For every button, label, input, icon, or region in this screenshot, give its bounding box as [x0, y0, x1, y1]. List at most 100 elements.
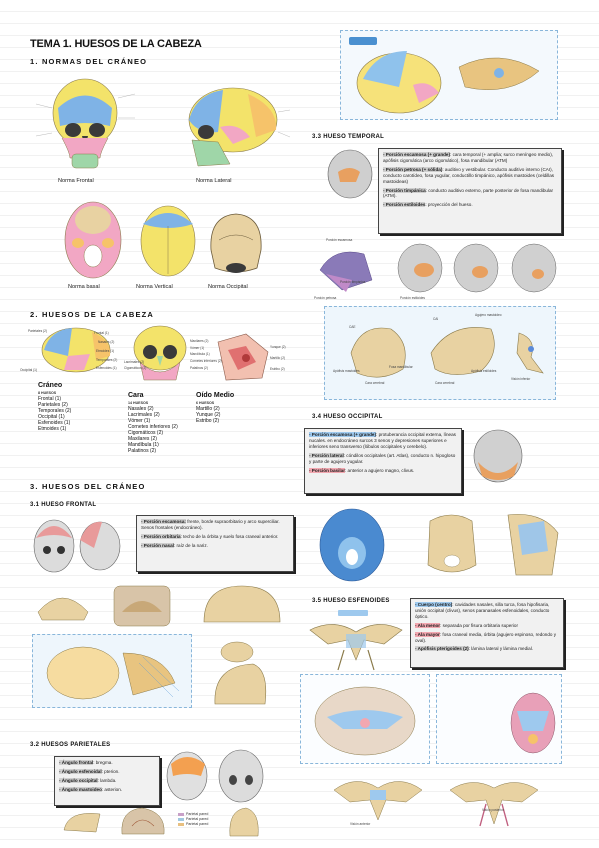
norma-basal-illustration — [64, 201, 122, 279]
cara-title: Cara — [128, 392, 144, 399]
craneo-item: Temporales (2) — [38, 408, 72, 414]
esfenoides-illustration — [309, 610, 403, 671]
temporal-overview-illustration — [349, 37, 540, 114]
cara-item: Cigomáticos (2) — [128, 430, 164, 436]
caption-norma-frontal: Norma Frontal — [58, 178, 94, 184]
cara-item: Vómer (1) — [128, 418, 151, 424]
label-cigomaticos: Cigomáticos (2) — [124, 366, 147, 370]
craneo-item: Occipital (1) — [38, 414, 65, 420]
frontal-notes: - Porción escamosa: frente, borde suprao… — [136, 515, 294, 572]
norma-frontal-illustration — [35, 78, 136, 169]
label-cornetes: Cornetes inferiores (2) — [190, 359, 222, 363]
oido-item: Estribo (2) — [196, 418, 220, 424]
temporal-label-fosa: Fosa mandibular — [389, 365, 413, 369]
oido-item: Yunque (2) — [196, 412, 221, 418]
label-parietales: Parietales (2) — [28, 329, 47, 333]
cara-bones-illustration — [133, 325, 187, 381]
parietales-legend: Parietal pared Parietal pared Parietal p… — [178, 812, 208, 826]
occipital-notes: - Porción escamosa (+ grande): protubera… — [304, 428, 462, 494]
section-1-heading: 1. NORMAS DEL CRÁNEO — [30, 57, 148, 66]
craneo-list: Cráneo 8 HUESOS Frontal (1) Parietales (… — [38, 382, 71, 432]
label-yunque: Yunque (2) — [270, 345, 286, 349]
frontal-detail-frame — [32, 634, 192, 708]
oido-medio-illustration — [217, 333, 269, 381]
label-estribo: Estribo (2) — [270, 367, 285, 371]
parietal-side-illustration — [229, 807, 259, 837]
esfenoides-skull-frame — [300, 674, 430, 764]
temporal-label-cara-1: Cara cerebral — [365, 381, 385, 385]
cara-item: Maxilares (2) — [128, 436, 157, 442]
norma-occipital-illustration — [210, 213, 262, 273]
caption-norma-basal: Norma basal — [68, 284, 100, 290]
craneo-item: Esfenoides (1) — [38, 420, 71, 426]
temporal-label-petrosa: Porción petrosa — [314, 296, 337, 300]
esfenoides-notes: - Cuerpo (centro): cavidades nasales, si… — [410, 598, 564, 668]
temporal-label-apofisis: Apófisis estiloides — [471, 369, 497, 373]
label-vomer: Vómer (1) — [190, 346, 205, 350]
parietales-heading: 3.2 HUESOS PARIETALES — [30, 742, 111, 748]
section-3-heading: 3. HUESOS DEL CRÁNEO — [30, 482, 146, 491]
temporal-label-cai: CAI — [433, 317, 439, 321]
frontal-detail-illustration — [46, 646, 180, 700]
label-occipital: Occipital (1) — [20, 368, 38, 372]
craneo-item: Etmoides (1) — [38, 426, 67, 432]
caption-norma-occipital: Norma Occipital — [208, 284, 248, 290]
temporal-notes: - Porción escamosa (+ grande): cara temp… — [378, 148, 562, 234]
temporal-label-cae: CAE — [349, 325, 356, 329]
oido-count: 6 HUESOS — [196, 401, 215, 405]
temporal-label-timpanica: Porción timpánica — [340, 280, 366, 284]
craneo-bones-illustration — [41, 327, 111, 373]
section-2-heading: 2. HUESOS DE LA CABEZA — [30, 310, 155, 319]
esfenoides-base-illustration — [510, 692, 556, 754]
temporal-bone-detail-illustration — [350, 327, 544, 378]
caption-norma-vertical: Norma Vertical — [136, 284, 173, 290]
caption-norma-lateral: Norma Lateral — [196, 178, 232, 184]
label-esfenoides: Esfenoides (1) — [96, 366, 117, 370]
temporal-head-illustration — [327, 149, 373, 199]
label-palatinos: Palatinos (2) — [190, 366, 208, 370]
oido-list: Oído Medio 6 HUESOS Martillo (2) Yunque … — [196, 392, 234, 424]
frontal-heading: 3.1 HUESO FRONTAL — [30, 502, 97, 508]
oido-item: Martillo (2) — [196, 406, 220, 412]
parietal-bone-illustration — [63, 813, 101, 833]
label-nasales: Nasales (2) — [98, 340, 115, 344]
cara-item: Palatinos (2) — [128, 448, 157, 454]
esfenoides-label-posterior: Visión posterior — [482, 808, 504, 812]
occipital-head-illustration — [473, 429, 523, 483]
esfenoides-label-anterior: Visión anterior — [350, 822, 371, 826]
label-etmoides: Etmoides (1) — [96, 349, 115, 353]
norma-vertical-illustration — [140, 205, 196, 277]
temporal-views-illustration — [319, 243, 557, 293]
frontal-bone-views — [37, 585, 281, 627]
temporal-overview-frame — [340, 30, 558, 120]
occipital-heading: 3.4 HUESO OCCIPITAL — [312, 414, 383, 420]
label-martillo: Martillo (2) — [270, 356, 286, 360]
page-title: TEMA 1. HUESOS DE LA CABEZA — [30, 38, 202, 50]
temporal-heading: 3.3 HUESO TEMPORAL — [312, 134, 385, 140]
oido-title: Oído Medio — [196, 392, 235, 399]
norma-lateral-illustration — [188, 87, 291, 167]
parietales-notes: - Ángulo frontal: bregma. - Ángulo esfen… — [54, 756, 160, 806]
cara-item: Nasales (2) — [128, 406, 154, 412]
label-temporales: Temporales (2) — [96, 358, 118, 362]
esfenoides-base-frame — [436, 674, 562, 764]
parietal-inner-illustration — [121, 807, 165, 835]
frontal-skull-illustrations — [33, 519, 121, 573]
temporal-detail-frame: CAE CAI Fosa mandibular Apófisis mastoid… — [324, 306, 556, 400]
temporal-label-vision: Visión inferior — [511, 377, 531, 381]
parietales-skull-illustrations — [166, 749, 264, 803]
occipital-views-illustration — [319, 508, 559, 582]
cara-list: Cara 14 HUESOS Nasales (2) Lacrimales (2… — [128, 392, 178, 454]
temporal-label-cara-2: Cara cerebral — [435, 381, 455, 385]
craneo-item: Parietales (2) — [38, 402, 68, 408]
temporal-label-mastoides: Apófisis mastoides — [333, 369, 360, 373]
esfenoides-skull-illustration — [314, 686, 416, 756]
label-frontal: Frontal (1) — [94, 331, 109, 335]
cara-item: Cornetes inferiores (2) — [128, 424, 178, 430]
temporal-label-escamosa: Porción escamosa — [326, 238, 353, 242]
cara-count: 14 HUESOS — [128, 401, 149, 405]
esfenoides-views-illustration — [333, 781, 539, 827]
label-mandibula: Mandíbula (1) — [190, 352, 210, 356]
temporal-label-estiloides: Porción estiloides — [400, 296, 425, 300]
label-maxilares: Maxilares (2) — [190, 339, 209, 343]
